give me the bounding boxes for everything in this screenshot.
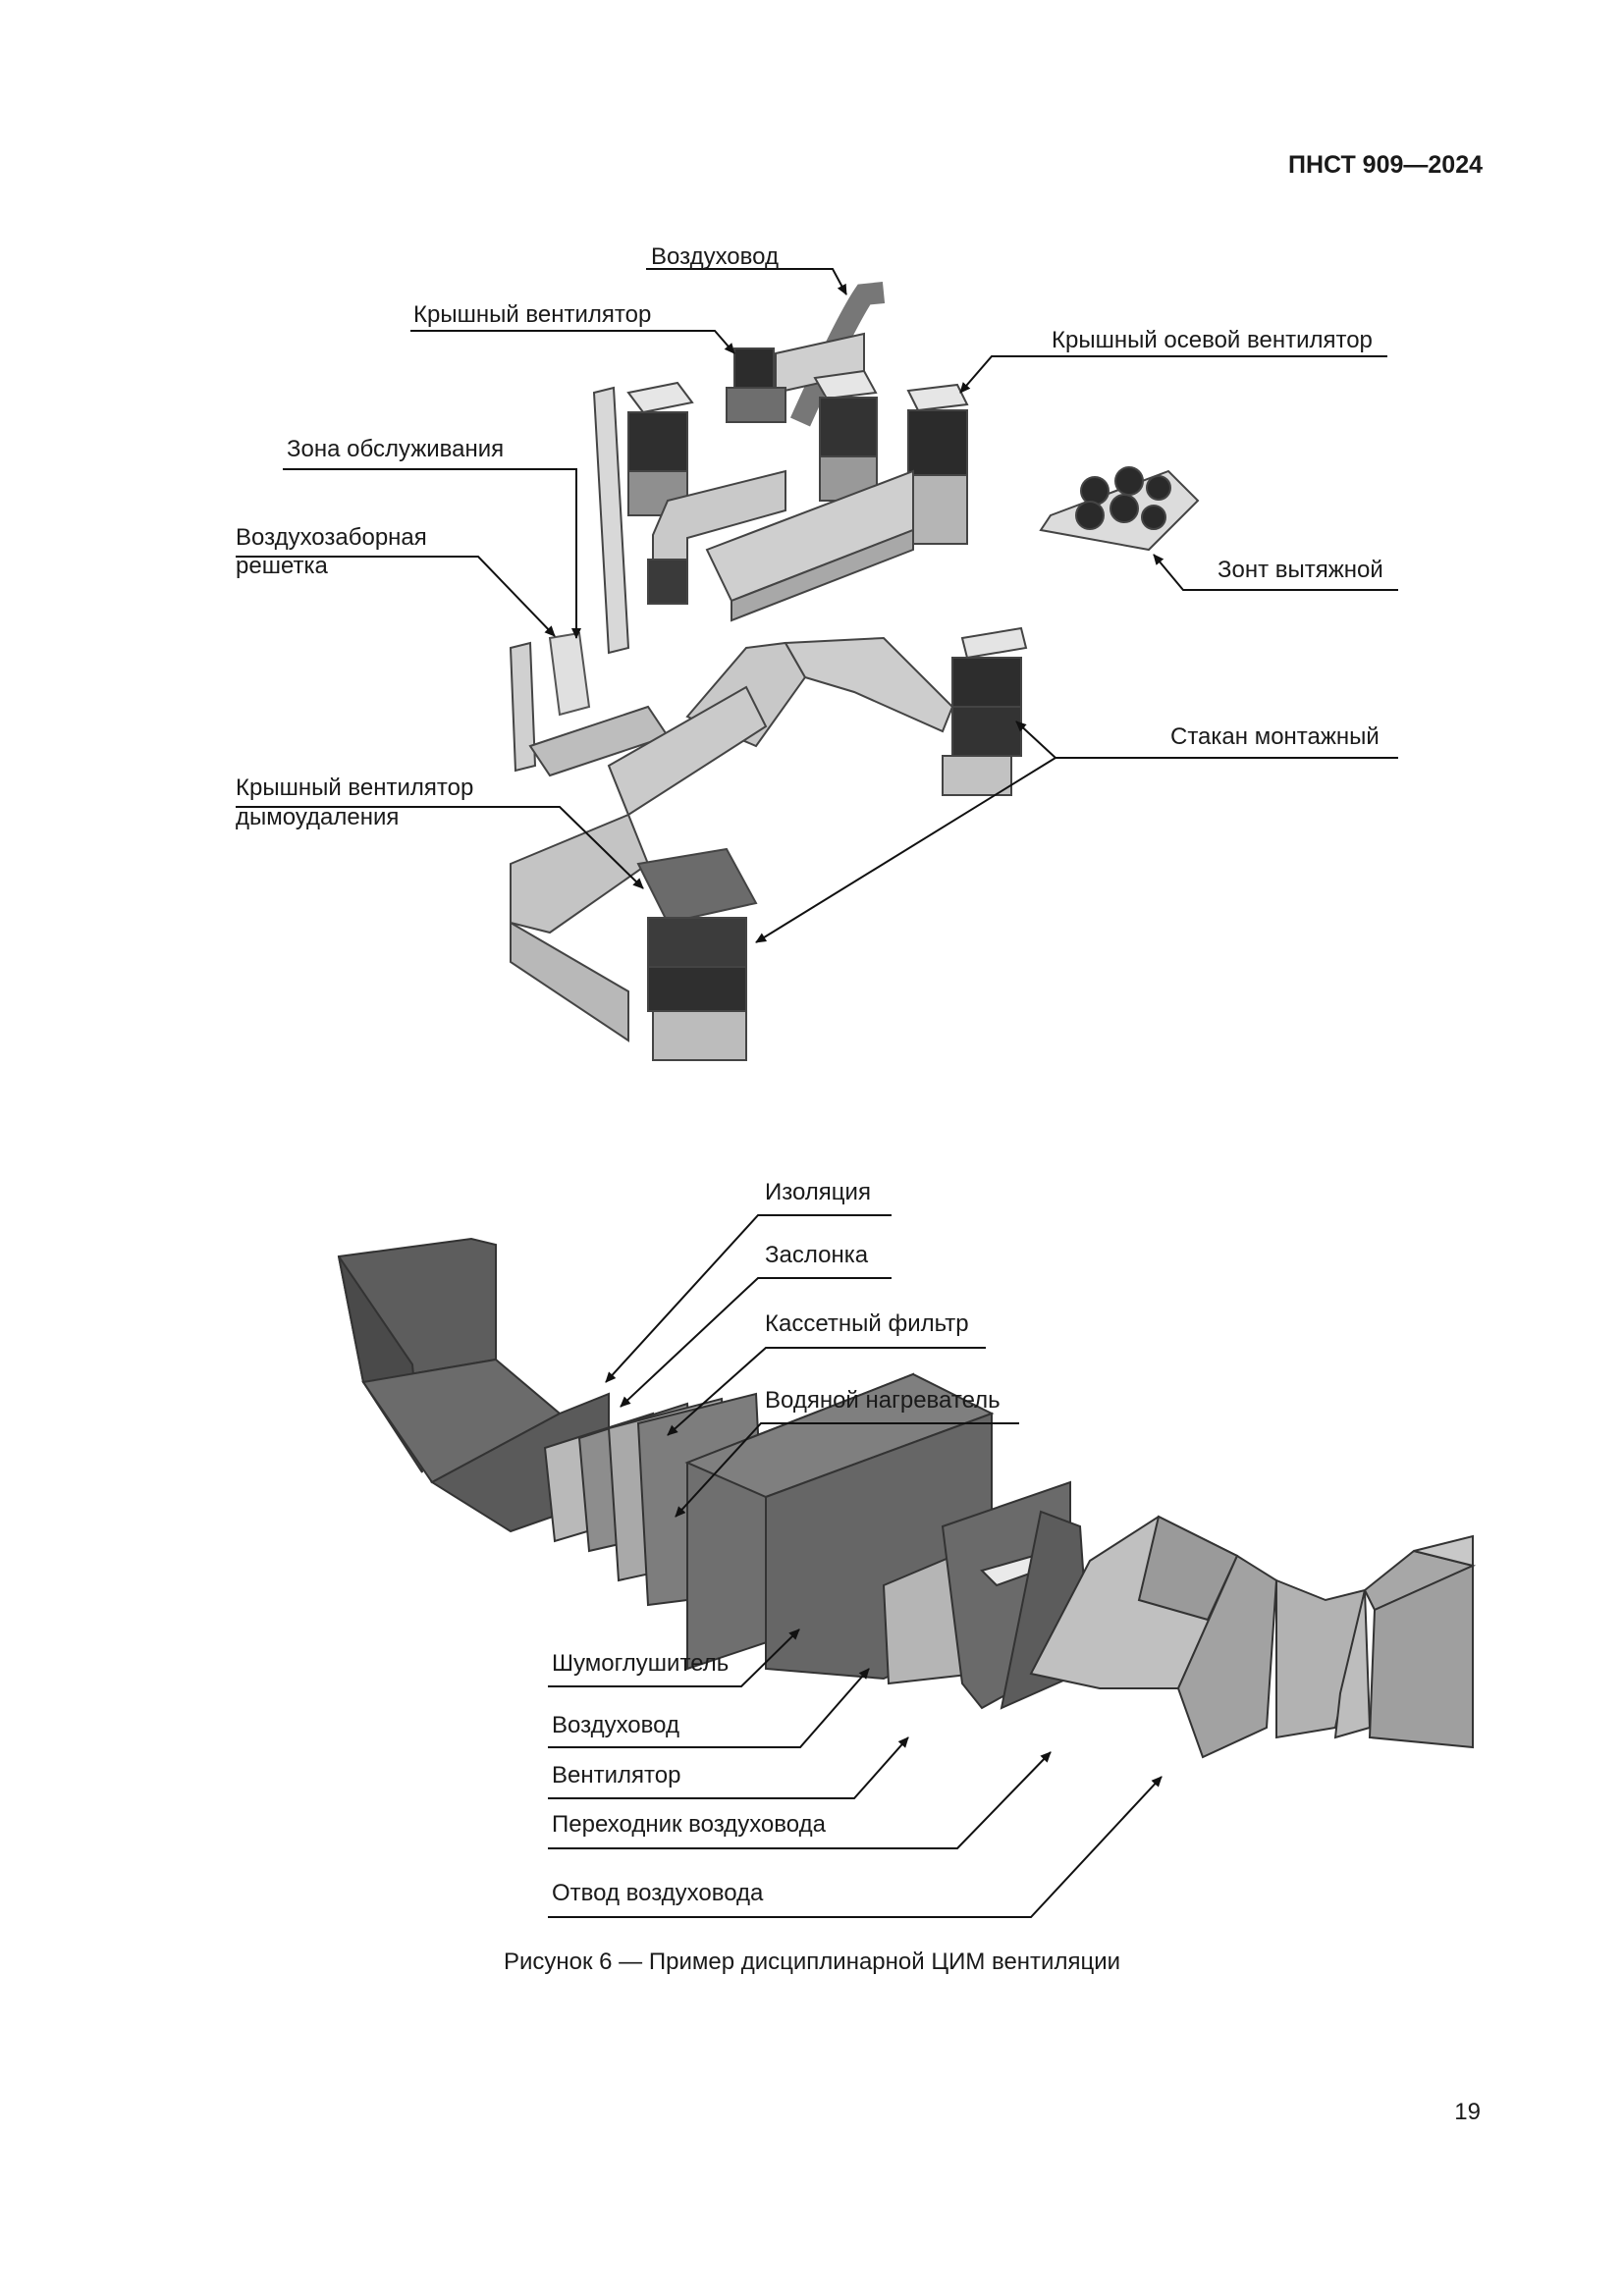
label-roof-axial-fan: Крышный осевой вентилятор	[1052, 327, 1373, 353]
label-insulation: Изоляция	[765, 1179, 871, 1205]
label-water-heater: Водяной нагреватель	[765, 1387, 1001, 1414]
roof-system-drawing	[509, 282, 1200, 1061]
label-duct-transition: Переходник воздуховода	[552, 1811, 826, 1838]
label-damper: Заслонка	[765, 1242, 869, 1268]
label-silencer: Шумоглушитель	[552, 1650, 730, 1677]
label-intake-grille-line2: решетка	[236, 553, 328, 579]
label-intake-grille-line1: Воздухозаборная	[236, 524, 427, 551]
figure-caption: Рисунок 6 — Пример дисциплинарной ЦИМ ве…	[503, 1949, 1121, 1975]
label-duct-bottom: Воздуховод	[552, 1712, 679, 1738]
label-cassette-filter: Кассетный фильтр	[765, 1310, 969, 1337]
document-code: ПНСТ 909—2024	[1288, 151, 1483, 179]
label-service-zone: Зона обслуживания	[287, 436, 505, 462]
label-fan: Вентилятор	[552, 1762, 681, 1789]
label-duct-elbow: Отвод воздуховода	[552, 1880, 764, 1906]
label-exhaust-hood: Зонт вытяжной	[1218, 557, 1383, 583]
label-mounting-curb: Стакан монтажный	[1170, 723, 1380, 750]
top-leader-lines	[236, 268, 1398, 943]
page-number: 19	[1454, 2099, 1481, 2125]
label-smoke-fan-line2: дымоудаления	[236, 804, 400, 830]
label-smoke-fan-line1: Крышный вентилятор	[236, 774, 474, 801]
label-duct-top: Воздуховод	[651, 243, 779, 270]
bottom-leader-lines	[548, 1214, 1163, 1918]
air-handling-line-drawing	[337, 1237, 1477, 1759]
label-roof-fan: Крышный вентилятор	[413, 301, 652, 328]
